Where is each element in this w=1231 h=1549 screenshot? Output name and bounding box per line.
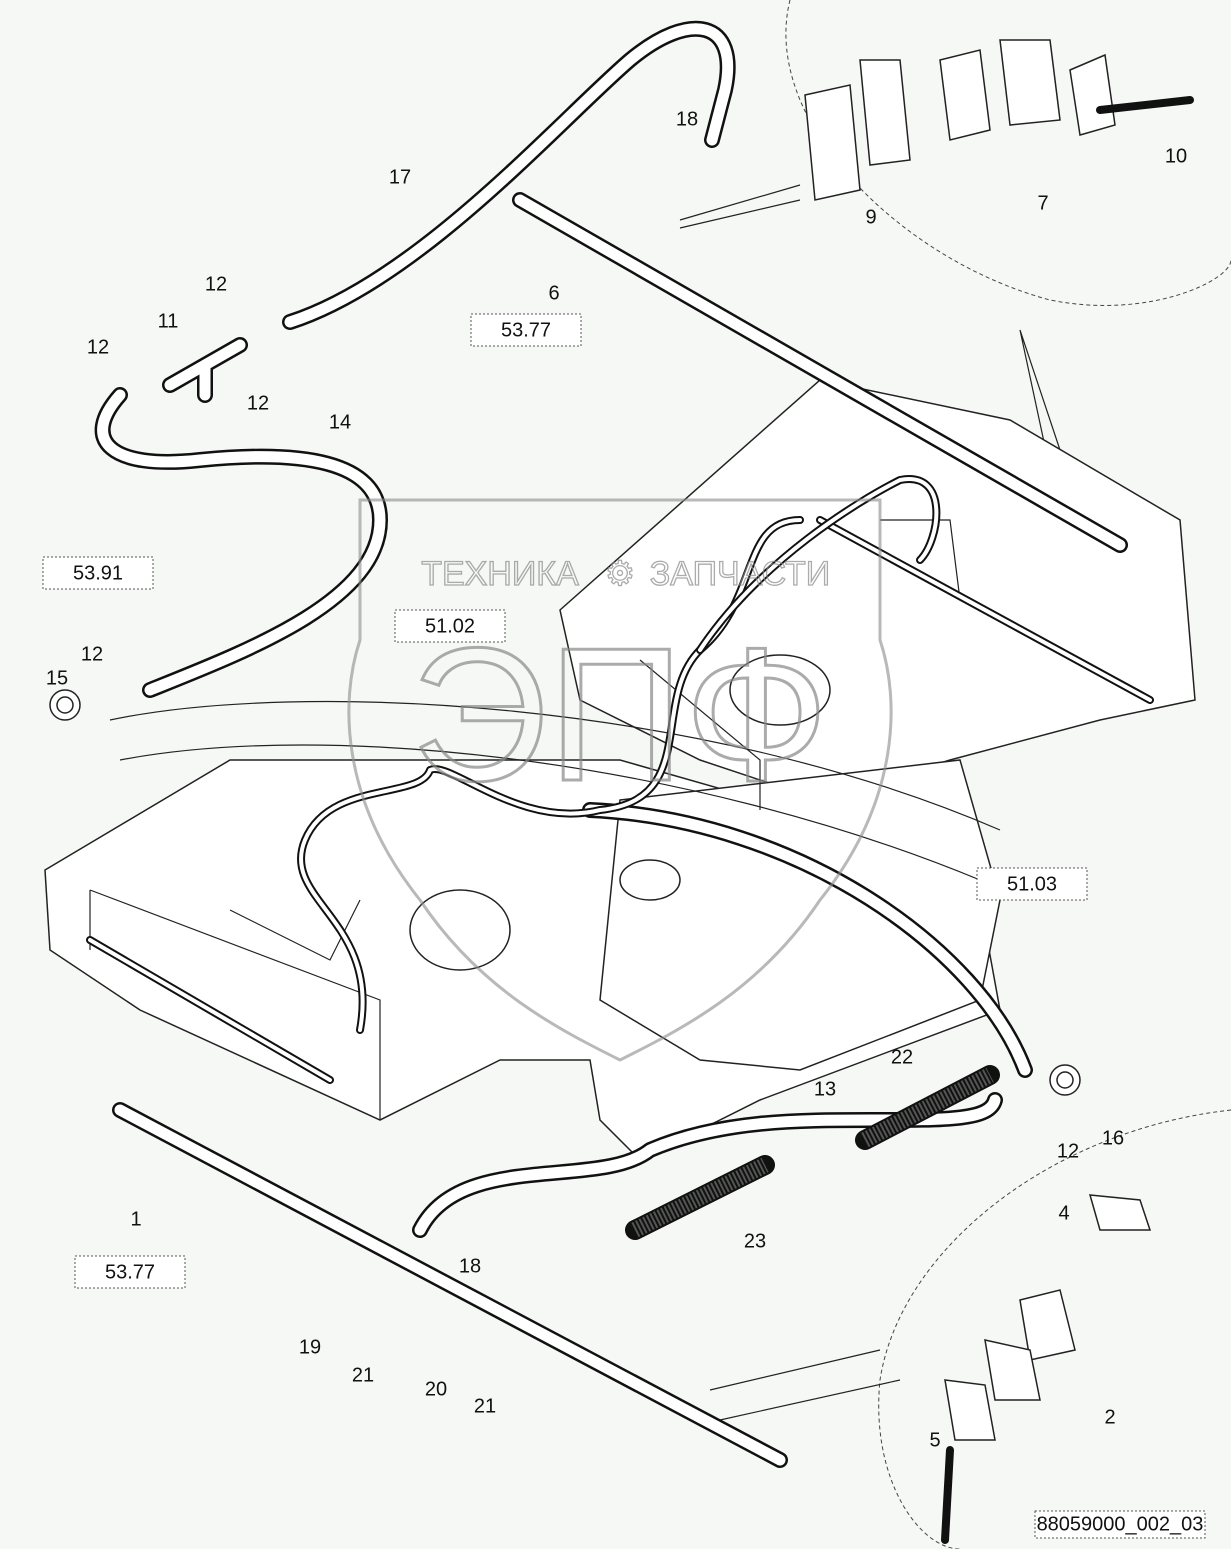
callout-12: 12 [247,392,269,414]
callout-12: 12 [87,336,109,358]
detail-circle-top [785,0,1231,306]
spring-22 [855,1065,1000,1150]
watermark-text-2: ЗАПЧАСТИ [650,555,831,593]
nozzle-rail-top [512,192,1128,553]
reference-box: 51.03 [976,867,1088,901]
hose-14 [94,387,388,698]
callout-15: 15 [46,667,68,689]
nozzle-rail-bottom [112,1102,788,1468]
callout-6: 6 [548,282,559,304]
callout-10: 10 [1165,145,1187,167]
reference-box: 53.77 [74,1255,186,1289]
callout-18: 18 [459,1255,481,1277]
callout-12: 12 [1057,1140,1079,1162]
reference-label: 53.77 [105,1261,155,1283]
callout-23: 23 [744,1230,766,1252]
watermark-text-1: ТЕХНИКА [421,555,579,593]
reference-box: 51.02 [394,609,506,643]
watermark-logo-text: ЭПФ [411,609,829,821]
callout-12: 12 [205,273,227,295]
hose-13 [412,802,1033,1238]
callout-1: 1 [130,1208,141,1230]
reference-box: 53.91 [42,556,154,590]
plug-16 [1049,1064,1081,1096]
callout-22: 22 [891,1046,913,1068]
callout-2: 2 [1104,1406,1115,1428]
callout-13: 13 [814,1078,836,1100]
callout-4: 4 [1058,1202,1069,1224]
watermark-logo: ТЕХНИКА ЗАПЧАСТИ ⚙ ЭПФ [347,498,893,1062]
clamp-parts-bottom [941,1194,1152,1544]
reference-label: 51.02 [425,615,475,637]
callout-14: 14 [329,411,351,433]
frame [44,379,1196,1161]
callout-21: 21 [352,1364,374,1386]
tee-fitting-11 [162,337,248,403]
callout-5: 5 [929,1429,940,1451]
reference-box: 53.77 [470,313,582,347]
callout-9: 9 [865,206,876,228]
drawing-id: 88059000_002_03 [1037,1513,1204,1535]
callout-16: 16 [1102,1127,1124,1149]
reference-label: 51.03 [1007,873,1057,895]
clamp-parts-top [804,39,1194,201]
reference-label: 53.77 [501,319,551,341]
callout-21: 21 [474,1395,496,1417]
reference-label: 53.91 [73,562,123,584]
callout-12: 12 [81,643,103,665]
spring-23 [625,1155,775,1240]
frame-pipes [296,475,941,1034]
detail-circle-bottom [878,1109,1231,1549]
callout-7: 7 [1037,192,1048,214]
callout-18: 18 [676,108,698,130]
callout-20: 20 [425,1378,447,1400]
drawing-id-box: 88059000_002_03 [1034,1510,1206,1539]
gear-icon: ⚙ [605,555,635,593]
nozzle-rail-frame [86,516,1154,1084]
callout-19: 19 [299,1336,321,1358]
callout-17: 17 [389,166,411,188]
hose-17 [282,20,736,330]
callout-11: 11 [158,310,179,332]
plug-15 [49,689,81,721]
